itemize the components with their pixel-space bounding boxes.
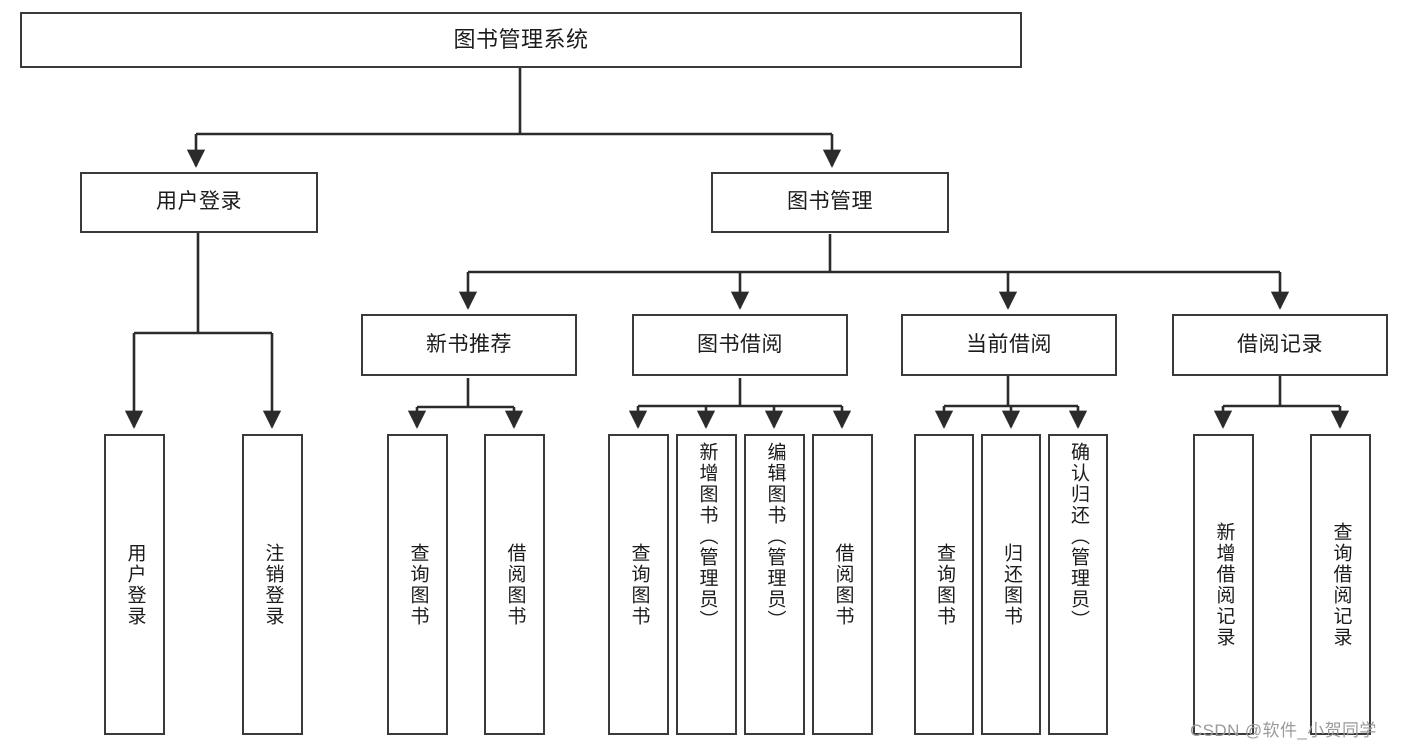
node-current-borrow[interactable]: 当前借阅 [901, 314, 1117, 376]
node-label: 用户登录 [124, 542, 146, 627]
leaf-new-book-borrow-book[interactable]: 借阅图书 [484, 434, 545, 735]
node-label: 新增图书（管理员） [696, 442, 718, 631]
node-label: 图书管理 [787, 190, 873, 214]
node-label: 图书借阅 [697, 332, 783, 356]
leaf-borrow-record-query-record[interactable]: 查询借阅记录 [1310, 434, 1371, 735]
leaf-book-borrow-borrow-book[interactable]: 借阅图书 [812, 434, 873, 735]
leaf-user-login-login[interactable]: 用户登录 [104, 434, 165, 735]
node-label: 查询借阅记录 [1330, 521, 1352, 648]
node-label: 编辑图书（管理员） [764, 442, 786, 631]
node-label: 图书管理系统 [453, 27, 589, 53]
node-label: 当前借阅 [966, 332, 1052, 356]
node-book-management[interactable]: 图书管理 [711, 172, 949, 233]
leaf-book-borrow-add-book-admin[interactable]: 新增图书（管理员） [676, 434, 737, 735]
node-label: 借阅图书 [504, 542, 526, 627]
leaf-current-borrow-confirm-return-admin[interactable]: 确认归还（管理员） [1048, 434, 1108, 735]
leaf-user-login-logout[interactable]: 注销登录 [242, 434, 303, 735]
node-label: 新书推荐 [426, 332, 512, 356]
leaf-current-borrow-return-book[interactable]: 归还图书 [981, 434, 1041, 735]
node-new-book-recommend[interactable]: 新书推荐 [361, 314, 577, 376]
node-user-login[interactable]: 用户登录 [80, 172, 318, 233]
leaf-new-book-query-book[interactable]: 查询图书 [387, 434, 448, 735]
node-label: 注销登录 [262, 542, 284, 627]
node-root-book-management-system[interactable]: 图书管理系统 [20, 12, 1022, 68]
node-label: 归还图书 [1000, 542, 1022, 627]
node-borrow-record[interactable]: 借阅记录 [1172, 314, 1388, 376]
node-label: 新增借阅记录 [1213, 521, 1235, 648]
leaf-current-borrow-query-book[interactable]: 查询图书 [914, 434, 974, 735]
node-label: 借阅记录 [1237, 332, 1323, 356]
node-label: 确认归还（管理员） [1067, 442, 1089, 631]
node-label: 查询图书 [933, 542, 955, 627]
csdn-watermark: CSDN @软件_小贺同学 [1190, 721, 1377, 740]
leaf-book-borrow-edit-book-admin[interactable]: 编辑图书（管理员） [744, 434, 805, 735]
node-label: 查询图书 [407, 542, 429, 627]
node-label: 查询图书 [628, 542, 650, 627]
node-label: 借阅图书 [832, 542, 854, 627]
node-label: 用户登录 [156, 190, 242, 214]
node-book-borrow[interactable]: 图书借阅 [632, 314, 848, 376]
leaf-book-borrow-query-book[interactable]: 查询图书 [608, 434, 669, 735]
leaf-borrow-record-add-record[interactable]: 新增借阅记录 [1193, 434, 1254, 735]
